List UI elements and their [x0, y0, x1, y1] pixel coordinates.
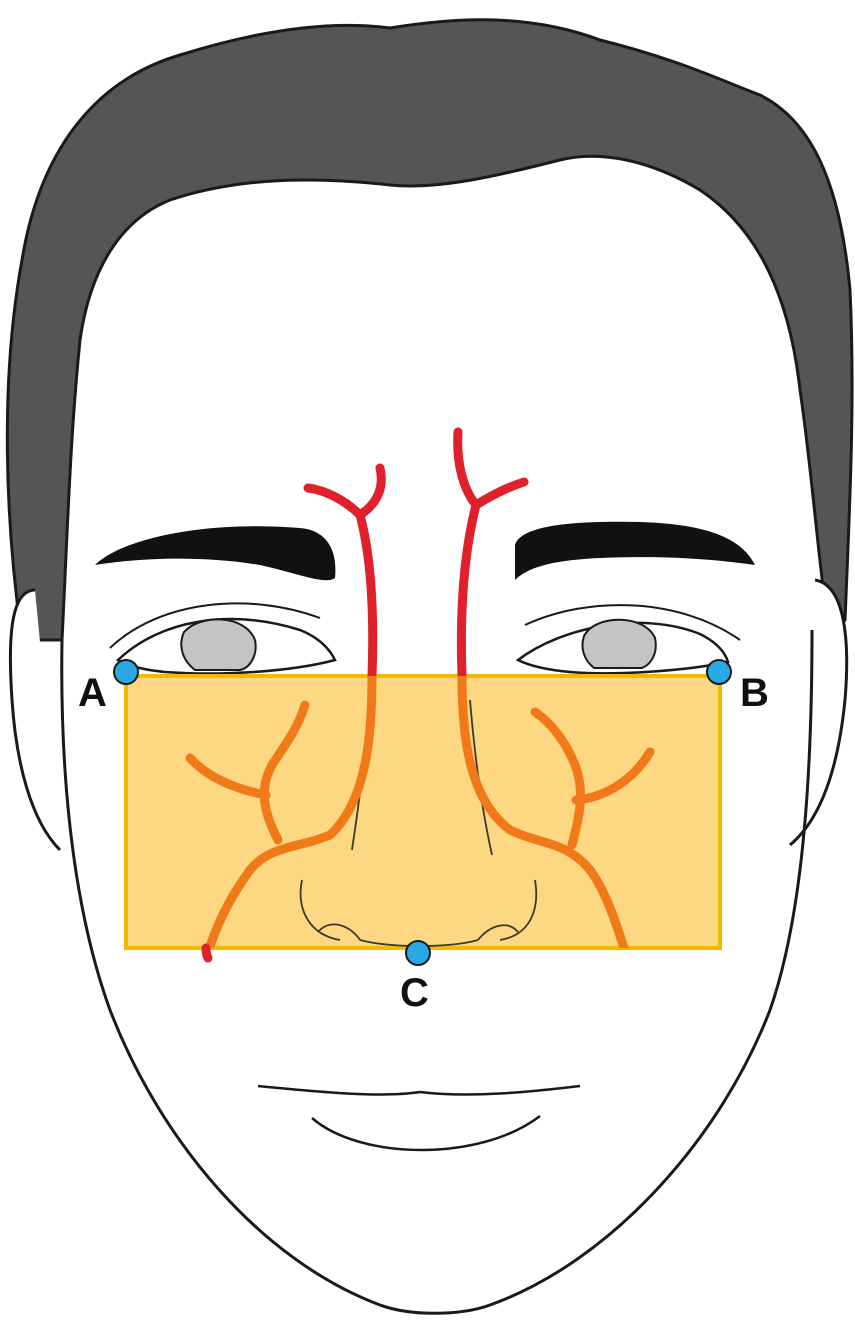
left-eyelid-crease — [109, 602, 321, 649]
left-branch-lower-2 — [185, 753, 271, 800]
landmark-a: A — [78, 659, 139, 715]
left-branch-upper-1 — [303, 483, 365, 520]
face-outline — [60, 629, 814, 1315]
right-branch-upper-2 — [453, 427, 481, 510]
landmark-c-label: C — [400, 971, 429, 1015]
arteries-lower — [185, 676, 655, 948]
right-branch-upper-1 — [471, 477, 529, 510]
hair — [5, 18, 854, 644]
upper-lip-line — [257, 1084, 581, 1096]
left-ear — [8, 588, 62, 852]
right-angular-artery-lower — [457, 676, 629, 948]
lower-lip-line — [311, 1115, 541, 1152]
right-eyelid-crease — [524, 604, 741, 641]
landmark-b-label: B — [740, 671, 769, 715]
left-iris — [180, 618, 257, 671]
right-branch-lower-2 — [571, 747, 655, 805]
left-branch-upper-2 — [355, 463, 386, 520]
left-eyebrow — [95, 526, 336, 581]
target-zone — [124, 674, 722, 950]
left-artery-tail — [201, 943, 213, 963]
right-eyebrow — [515, 521, 755, 580]
left-angular-artery-lower — [204, 676, 377, 948]
right-ear — [789, 578, 849, 847]
right-iris — [581, 618, 657, 669]
landmark-a-label: A — [78, 671, 107, 715]
right-branch-lower-1 — [530, 707, 586, 850]
landmark-b-dot — [706, 659, 732, 685]
landmark-c: C — [400, 940, 431, 1015]
left-angular-artery-upper — [355, 510, 378, 681]
arteries-upper — [303, 427, 529, 681]
left-branch-lower-1 — [259, 700, 310, 845]
landmark-b: B — [706, 659, 769, 715]
landmark-c-dot — [405, 940, 431, 966]
landmark-a-dot — [113, 659, 139, 685]
right-angular-artery-upper — [456, 500, 481, 681]
